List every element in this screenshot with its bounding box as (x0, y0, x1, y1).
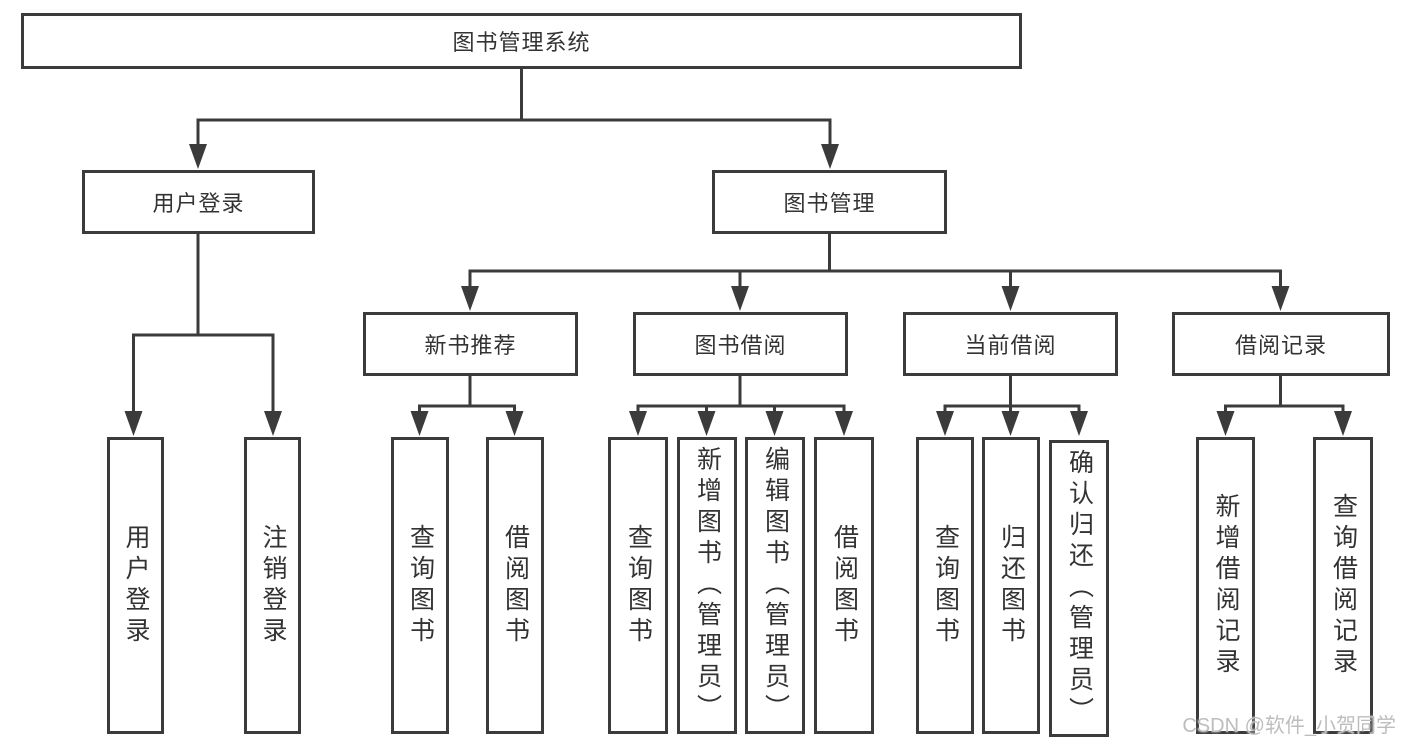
edge-new-book-rec-to-leaves (418, 375, 516, 418)
node-borrowing-records: 借阅记录 (1172, 312, 1390, 376)
arrowhead-down-icon (765, 411, 784, 436)
node-new-book-recommend: 新书推荐 (363, 312, 578, 376)
node-user-login-leaf: 用户登录 (107, 437, 164, 734)
edge-book-borrow-to-leaves (636, 375, 846, 418)
arrowhead-down-icon (1070, 411, 1088, 436)
arrowhead-down-icon (936, 411, 954, 436)
arrowhead-down-icon (124, 411, 143, 436)
arrowhead-down-icon (505, 411, 524, 436)
arrowhead-down-icon (1001, 286, 1020, 311)
arrowhead-down-icon (264, 411, 282, 436)
node-book-borrowing: 图书借阅 (633, 312, 848, 376)
node-nb-query-books: 查询图书 (391, 437, 449, 734)
node-cb-return-books: 归还图书 (982, 437, 1040, 734)
node-user-login: 用户登录 (82, 170, 315, 234)
node-bb-add-books-admin: 新增图书（管理员） (677, 437, 737, 734)
node-bb-borrow-books: 借阅图书 (814, 437, 874, 734)
arrowhead-down-icon (821, 144, 839, 169)
arrowhead-down-icon (1001, 411, 1020, 436)
node-book-management: 图书管理 (712, 170, 947, 234)
node-root-system: 图书管理系统 (21, 13, 1022, 69)
arrowhead-down-icon (410, 411, 429, 436)
arrowhead-down-icon (1334, 411, 1352, 436)
edge-borrow-records-to-leaves (1224, 375, 1345, 418)
node-cb-confirm-return-admin: 确认归还（管理员） (1049, 440, 1109, 737)
node-br-add-record: 新增借阅记录 (1196, 437, 1255, 734)
arrowhead-down-icon (731, 286, 749, 311)
arrowhead-down-icon (189, 144, 207, 169)
node-bb-query-books: 查询图书 (608, 437, 668, 734)
node-logout: 注销登录 (244, 437, 301, 734)
arrowhead-down-icon (1271, 286, 1290, 311)
arrowhead-down-icon (697, 411, 716, 436)
watermark: CSDN @软件_小贺同学 (1182, 715, 1396, 737)
edge-user-login-to-leaves (132, 233, 275, 418)
edge-book-mgmt-to-level3 (468, 233, 1282, 293)
node-current-borrowing: 当前借阅 (903, 312, 1118, 376)
arrowhead-down-icon (629, 411, 647, 436)
arrowhead-down-icon (1216, 411, 1235, 436)
node-bb-edit-books-admin: 编辑图书（管理员） (745, 437, 805, 734)
arrowhead-down-icon (835, 411, 853, 436)
arrowhead-down-icon (461, 286, 479, 311)
node-cb-query-books: 查询图书 (916, 437, 974, 734)
node-nb-borrow-books: 借阅图书 (486, 437, 544, 734)
node-br-query-record: 查询借阅记录 (1313, 437, 1373, 734)
edge-root-to-level2 (196, 68, 832, 150)
arrowhead-group (124, 144, 1352, 436)
